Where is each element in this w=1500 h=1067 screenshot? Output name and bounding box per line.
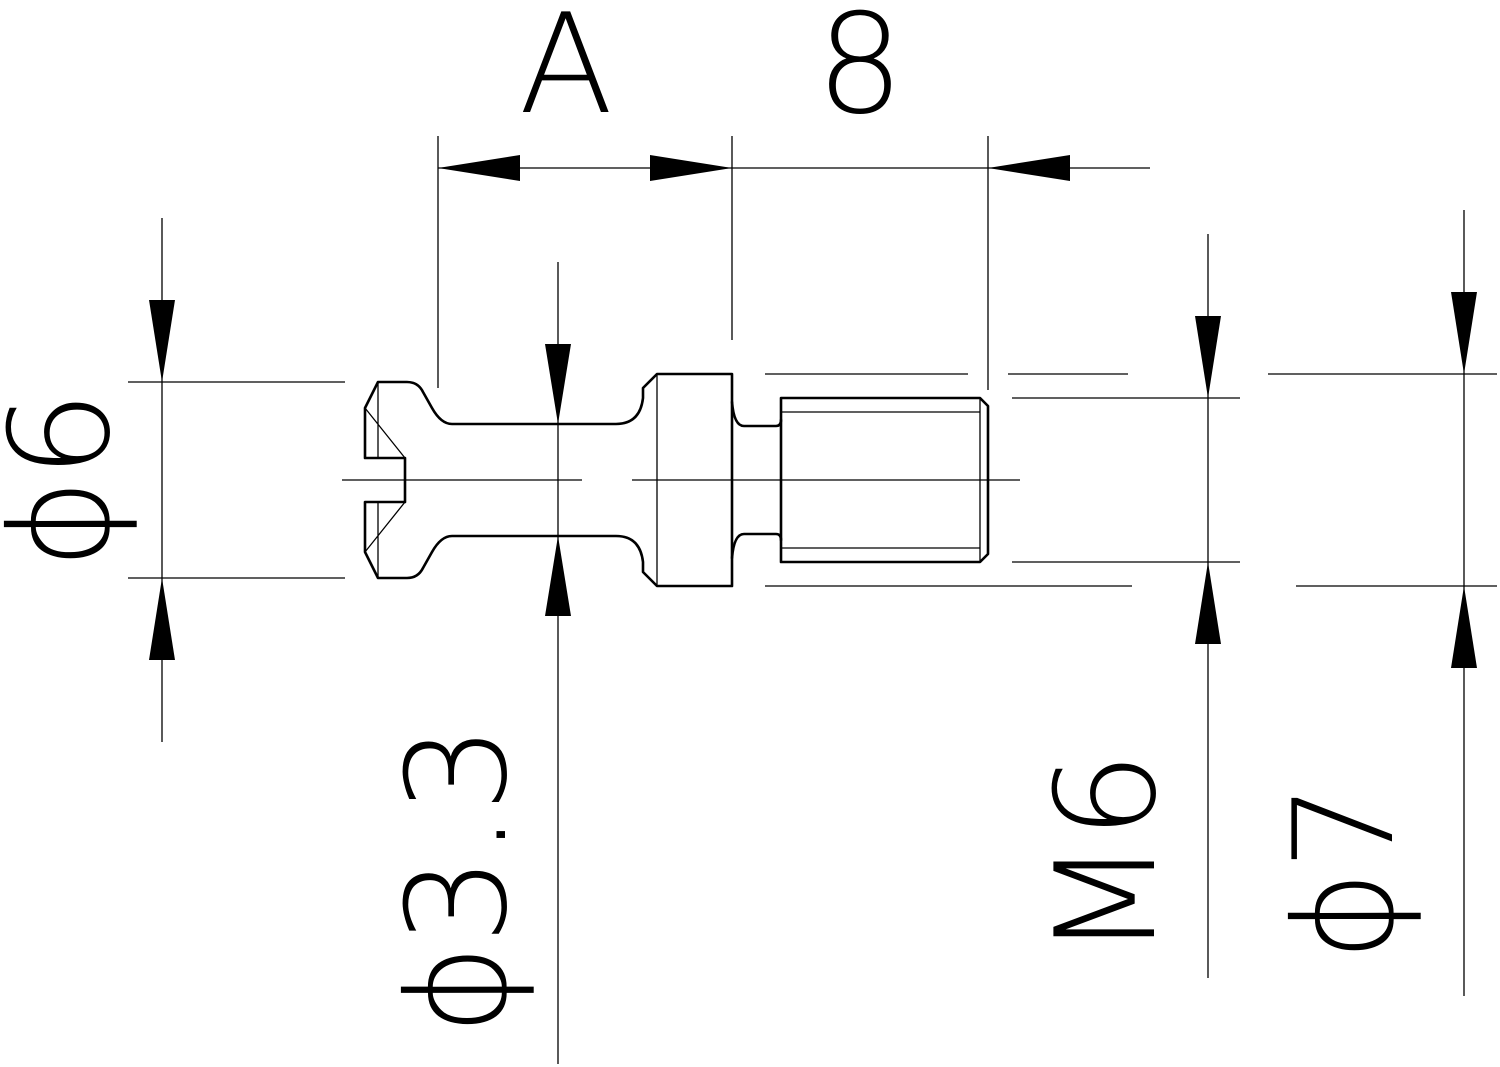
dimension-label-thread-size: M6 — [1026, 752, 1187, 959]
arrow-up — [1451, 586, 1477, 668]
arrow-up — [1195, 562, 1221, 644]
dimension-label-8: 8 — [816, 0, 904, 145]
dimension-label-neck-diameter: ϕ3.3 — [377, 725, 538, 1036]
extension-lines — [128, 136, 1497, 587]
arrow-left — [438, 155, 520, 181]
dimension-head-diameter: ϕ6 — [0, 218, 175, 742]
arrow-down — [149, 300, 175, 382]
head-chamfer — [364, 381, 406, 579]
dimension-neck-diameter: ϕ3.3 — [377, 262, 571, 1064]
dimension-label-a: A — [519, 0, 613, 145]
dimension-label-head-diameter: ϕ6 — [0, 391, 141, 570]
arrow-up — [149, 578, 175, 660]
arrow-down — [545, 344, 571, 424]
arrow-down — [1195, 316, 1221, 398]
dimension-thread-size: M6 — [1026, 234, 1221, 978]
arrow-up — [545, 536, 571, 616]
arrow-left — [988, 155, 1070, 181]
connector-bolt — [363, 372, 990, 588]
dimension-a: A 8 — [438, 0, 1150, 181]
bolt-outline — [363, 372, 734, 588]
arrow-down — [1451, 292, 1477, 374]
dimension-label-collar-diameter: ϕ7 — [1264, 783, 1425, 962]
dimension-collar-diameter: ϕ7 — [1264, 210, 1477, 996]
arrow-right — [650, 155, 732, 181]
